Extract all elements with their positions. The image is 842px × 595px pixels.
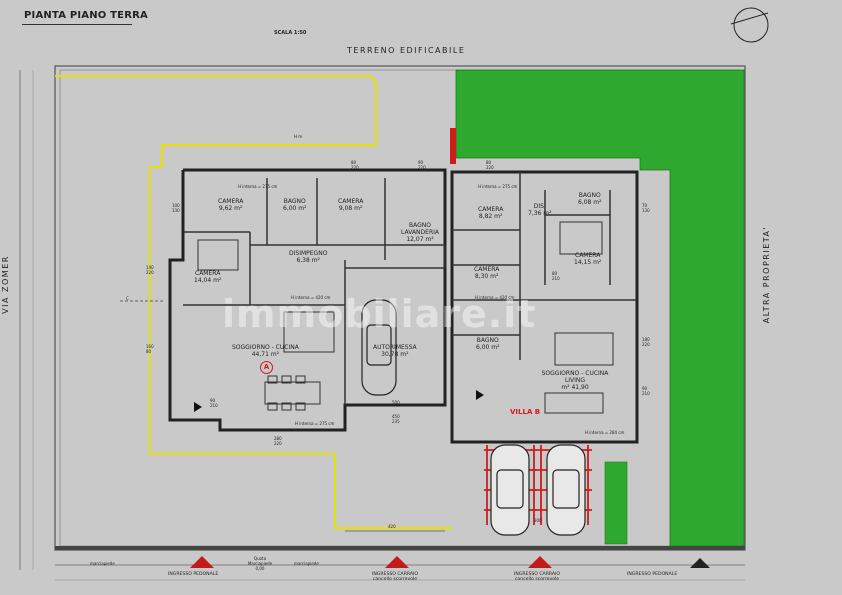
height-b-bottom: H interna = 284 cm (585, 430, 625, 435)
entry-marker-pedonale-a (190, 556, 214, 568)
dim-90-220: 90 220 (418, 160, 426, 170)
villa-a-lot-line (55, 75, 452, 529)
sidewalk-label-1: marciapiede (90, 561, 115, 566)
villa-b-outline (450, 170, 639, 444)
dim-90-210-b: 90 210 (642, 386, 650, 396)
height-garage: H interna = 420 cm (291, 295, 331, 300)
height-a-top: H interna = 275 cm (238, 184, 278, 189)
dim-500: 500 (392, 400, 400, 405)
entry-arrow-a-icon (194, 402, 202, 412)
sofa-a (283, 311, 335, 353)
entry-markers (190, 556, 552, 568)
sheet-title: PIANTA PIANO TERRA (24, 10, 148, 21)
bed-icons (197, 221, 603, 271)
title-underline (22, 24, 132, 25)
room-dis-b: DIS.7,36 m² (528, 203, 552, 217)
watermark: immobiliare.it (222, 292, 537, 336)
dim-180-220: 180 220 (642, 337, 650, 347)
sheet-scale: SCALA 1:50 (274, 30, 307, 36)
villa-a-walls (183, 178, 446, 405)
entry-label-pedonale-a: INGRESSO PEDONALE (168, 572, 219, 577)
car-icon-carport-2 (546, 444, 586, 536)
label-top-terrain: TERRENO EDIFICABILE (347, 46, 466, 55)
dim-140-220: 140 220 (146, 265, 154, 275)
entry-marker-pedonale-b (690, 558, 710, 568)
dim-300: 300 (534, 518, 542, 523)
car-icon-garage (361, 299, 397, 396)
dining-table-a (264, 375, 321, 411)
height-b-top: H interna = 275 cm (478, 184, 518, 189)
entry-label-pedonale-b: INGRESSO PEDONALE (627, 572, 678, 577)
entry-marker-carraio-b (528, 556, 552, 568)
garden-strip (604, 461, 628, 545)
villa-a-badge: A (260, 361, 273, 374)
dim-450-235: 450 235 (392, 414, 400, 424)
car-icon-carport-1 (490, 444, 530, 536)
section-mark-c: C (126, 296, 129, 301)
villa-b-walls (452, 172, 637, 360)
height-b-mid: H interna = 420 cm (475, 295, 515, 300)
entry-arrow-b-icon (476, 390, 484, 400)
dining-table-b (544, 392, 604, 414)
red-marker (450, 128, 456, 164)
height-mezzanine: H m (294, 134, 303, 139)
front-fence (55, 546, 745, 550)
dim-420: 420 (388, 524, 396, 529)
sidewalk-label-2: marciapiede (294, 561, 319, 566)
villa-a-outline (168, 168, 447, 432)
dim-90-210-a: 90 210 (210, 398, 218, 408)
dim-280-220: 280 220 (274, 436, 282, 446)
dim-80-220-b: 80 220 (486, 160, 494, 170)
dim-160-80: 160 80 (146, 344, 154, 354)
dim-100-130: 100 130 (172, 203, 180, 213)
dim-80-210: 80 210 (552, 271, 560, 281)
garden-area (455, 69, 745, 547)
sofa-b (554, 332, 614, 366)
entry-marker-carraio-a (385, 556, 409, 568)
north-arrow-icon (730, 7, 769, 43)
dim-70-130: 70 130 (642, 203, 650, 213)
height-a-bottom: H interna = 275 cm (295, 421, 335, 426)
sidewalk-level: Quota Marciapiede 0,00 (247, 556, 273, 571)
villa-b-label: VILLA B (510, 408, 541, 416)
dim-80-220: 80 220 (351, 160, 359, 170)
